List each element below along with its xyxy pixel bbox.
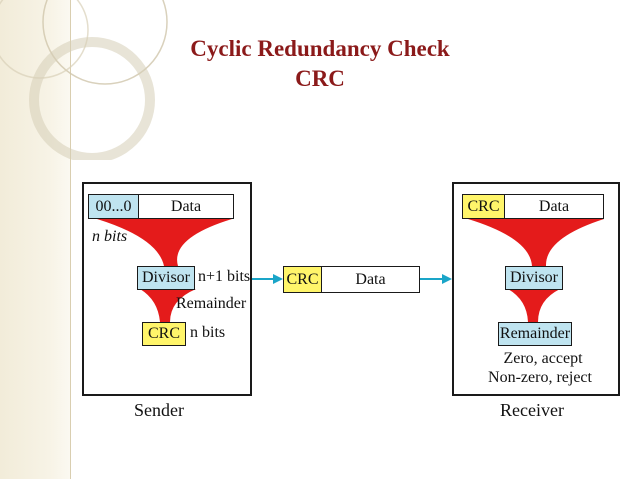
sender-remainder-label: Remainder: [176, 295, 247, 312]
sender-funnel-bottom: [140, 289, 196, 322]
receive-arrow-head: [442, 274, 452, 284]
sender-divisor-label: Divisor: [142, 269, 190, 286]
receiver-funnel-top: [468, 219, 604, 266]
transmitted-frame: CRC Data: [283, 266, 420, 293]
sender-crc-n-bits-label: n bits: [190, 324, 226, 341]
transmitted-crc-cell: CRC: [284, 267, 322, 292]
receiver-remainder-label: Remainder: [499, 325, 571, 342]
title-line-1: Cyclic Redundancy Check: [190, 36, 450, 61]
sender-n-plus-1-bits-label: n+1 bits: [198, 268, 251, 285]
receiver-funnel-bottom: [508, 289, 560, 322]
receiver-data-box: CRC Data: [462, 194, 604, 219]
sender-crc-label: CRC: [147, 325, 180, 342]
sender-label: Sender: [134, 400, 184, 420]
decorative-circles: [0, 0, 168, 160]
receiver-divisor-box: Divisor: [505, 266, 563, 290]
sender-funnel-top: [97, 219, 232, 266]
receiver-zero-accept: Zero, accept: [503, 350, 583, 367]
receiver-crc-cell: CRC: [463, 195, 505, 218]
receiver-nonzero-reject: Non-zero, reject: [488, 369, 592, 386]
receiver-label: Receiver: [500, 400, 564, 420]
slide-title: Cyclic Redundancy Check CRC: [120, 34, 520, 94]
sender-data-box: 00...0 Data: [88, 194, 234, 219]
receiver-remainder-box: Remainder: [498, 322, 572, 346]
sender-crc-box: CRC: [142, 322, 186, 346]
sender-data-cell: Data: [170, 197, 202, 215]
transmitted-data-cell: Data: [355, 270, 386, 288]
receiver-divisor-label: Divisor: [510, 269, 558, 286]
send-arrow-head: [273, 274, 283, 284]
receiver-data-cell: Data: [538, 197, 570, 215]
sender-n-bits-label: n bits: [92, 228, 128, 245]
sender-zeros-cell: 00...0: [89, 195, 139, 218]
sender-divisor-box: Divisor: [137, 266, 195, 290]
title-line-2: CRC: [295, 66, 345, 91]
